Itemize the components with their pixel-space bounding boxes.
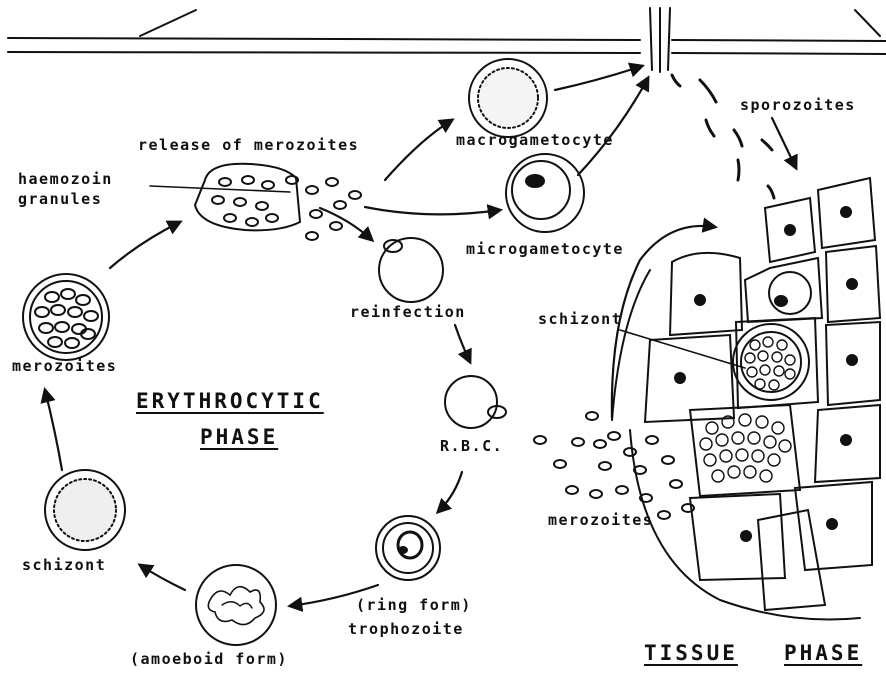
label-macrogametocyte: macrogametocyte	[456, 131, 614, 149]
label-haemozoin: haemozoin	[18, 170, 113, 188]
title-erythrocytic: ERYTHROCYTIC	[136, 392, 324, 410]
reinfection-rbc	[379, 238, 443, 302]
free-tissue-merozoites	[534, 412, 694, 519]
label-amoeboid-form: (amoeboid form)	[130, 650, 288, 668]
title-phase-tissue: PHASE	[784, 644, 862, 662]
macrogametocyte-cell	[469, 59, 547, 137]
liver-tissue	[612, 178, 880, 620]
label-merozoites-tissue: merozoites	[548, 511, 653, 529]
label-microgametocyte: microgametocyte	[466, 240, 624, 258]
merozoites-segmenter	[23, 274, 109, 360]
label-release-of-merozoites: release of merozoites	[138, 136, 359, 154]
title-tissue: TISSUE	[644, 644, 738, 662]
label-schizont-erythrocytic: schizont	[22, 556, 106, 574]
tissue-trophozoite	[769, 272, 811, 314]
schizont-cell-left	[45, 470, 125, 550]
rbc-cell	[445, 376, 506, 428]
label-sporozoites: sporozoites	[740, 96, 856, 114]
label-granules: granules	[18, 190, 102, 208]
mosquito-proboscis	[650, 8, 670, 72]
sporozoites	[672, 75, 774, 198]
label-reinfection: reinfection	[350, 303, 466, 321]
label-trophozoite: trophozoite	[348, 620, 464, 638]
label-ring-form: (ring form)	[356, 596, 472, 614]
rupturing-rbc	[195, 164, 300, 231]
label-schizont-tissue: schizont	[538, 310, 622, 328]
released-merozoites	[306, 178, 361, 240]
microgametocyte-cell	[506, 154, 584, 232]
amoeboid-trophozoite	[196, 565, 276, 645]
skin-surface	[8, 10, 886, 54]
tissue-merozoite-cluster	[700, 414, 791, 482]
tissue-schizont	[733, 324, 809, 400]
ring-form-trophozoite	[376, 516, 440, 580]
label-merozoites-erythrocytic: merozoites	[12, 357, 117, 375]
title-phase-erythrocytic: PHASE	[200, 428, 278, 446]
label-rbc: R.B.C.	[440, 437, 503, 455]
